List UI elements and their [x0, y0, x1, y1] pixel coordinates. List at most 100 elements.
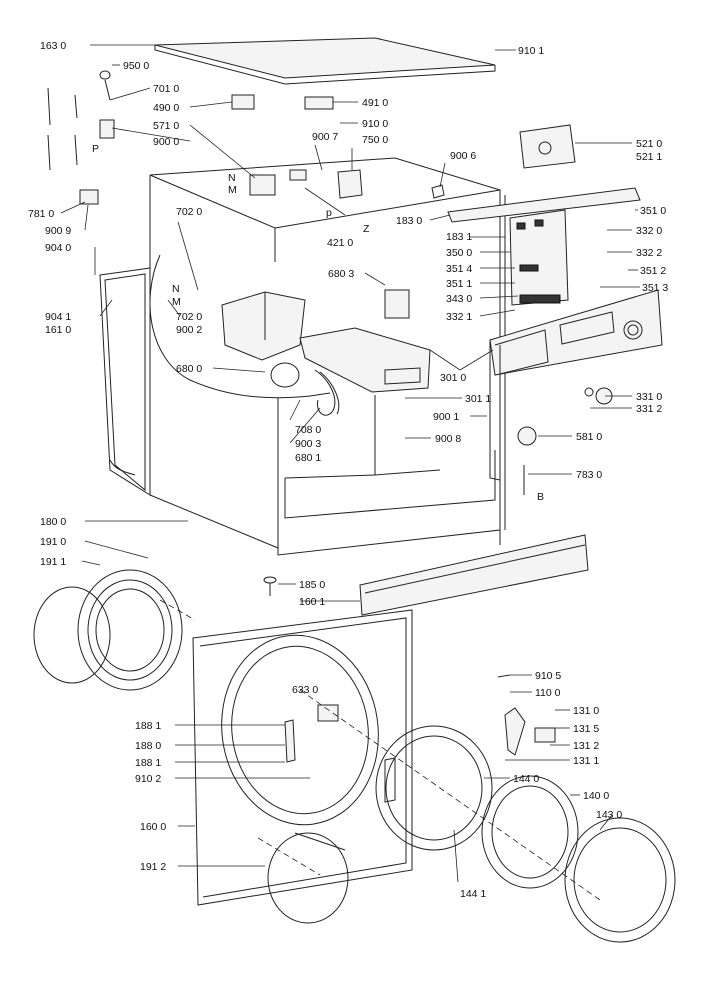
label-351-3: 351 3	[642, 282, 668, 294]
front-panel	[192, 609, 413, 906]
label-900-8: 900 8	[435, 433, 461, 445]
label-680-1: 680 1	[295, 452, 321, 464]
label-350-0: 350 0	[446, 247, 472, 259]
electronic-board	[509, 209, 569, 306]
label-143-0: 143 0	[596, 809, 622, 821]
marker-b-bottom: B	[537, 491, 544, 503]
label-131-2: 131 2	[573, 740, 599, 752]
letter-markers: N M P p Z N M B	[92, 143, 544, 503]
label-144-0: 144 0	[513, 773, 539, 785]
label-783-0: 783 0	[576, 469, 602, 481]
label-750-0: 750 0	[362, 134, 388, 146]
label-708-0: 708 0	[295, 424, 321, 436]
label-680-3: 680 3	[328, 268, 354, 280]
label-343-0: 343 0	[446, 293, 472, 305]
label-191-0: 191 0	[40, 536, 66, 548]
label-160-1: 160 1	[299, 596, 325, 608]
label-131-5: 131 5	[573, 723, 599, 735]
top-rail	[447, 187, 641, 223]
detergent-drawer	[299, 327, 431, 393]
label-900-9: 900 9	[45, 225, 71, 237]
label-904-0: 904 0	[45, 242, 71, 254]
label-180-0: 180 0	[40, 516, 66, 528]
door-gasket	[33, 569, 183, 691]
marker-z-center: Z	[363, 223, 370, 235]
door-outer-ring	[564, 817, 676, 943]
label-331-0: 331 0	[636, 391, 662, 403]
label-950-0: 950 0	[123, 60, 149, 72]
label-351-2: 351 2	[640, 265, 666, 277]
label-191-2: 191 2	[140, 861, 166, 873]
label-332-2: 332 2	[636, 247, 662, 259]
label-910-5: 910 5	[535, 670, 561, 682]
label-161-0: 161 0	[45, 324, 71, 336]
label-191-1: 191 1	[40, 556, 66, 568]
marker-p-center: p	[326, 207, 332, 219]
leader-lines	[60, 44, 640, 883]
marker-m-top: M	[228, 184, 237, 196]
label-351-0: 351 0	[640, 205, 666, 217]
door-frame	[481, 775, 579, 889]
label-702-0-top: 702 0	[176, 206, 202, 218]
hose	[314, 369, 340, 416]
label-140-0: 140 0	[583, 790, 609, 802]
label-332-1: 332 1	[446, 311, 472, 323]
label-702-0-mid: 702 0	[176, 311, 202, 323]
label-351-1: 351 1	[446, 278, 472, 290]
label-900-1: 900 1	[433, 411, 459, 423]
label-185-0: 185 0	[299, 579, 325, 591]
small-components-mid	[231, 94, 445, 319]
label-904-1: 904 1	[45, 311, 71, 323]
label-131-1: 131 1	[573, 755, 599, 767]
label-490-0: 490 0	[153, 102, 179, 114]
label-332-0: 332 0	[636, 225, 662, 237]
screw	[263, 576, 277, 596]
label-183-0: 183 0	[396, 215, 422, 227]
marker-m-mid: M	[172, 296, 181, 308]
label-351-4: 351 4	[446, 263, 472, 275]
label-900-2: 900 2	[176, 324, 202, 336]
label-900-6: 900 6	[450, 150, 476, 162]
label-680-0: 680 0	[176, 363, 202, 375]
label-301-0: 301 0	[440, 372, 466, 384]
side-panel-left	[99, 267, 151, 496]
label-910-0: 910 0	[362, 118, 388, 130]
water-valve	[337, 169, 363, 199]
label-633-0: 633 0	[292, 684, 318, 696]
marker-n-mid: N	[172, 283, 180, 295]
label-910-2: 910 2	[135, 773, 161, 785]
label-110-0: 110 0	[535, 687, 561, 699]
label-301-1: 301 1	[465, 393, 491, 405]
module-block	[519, 124, 576, 169]
label-188-0: 188 0	[135, 740, 161, 752]
label-571-0: 571 0	[153, 120, 179, 132]
door-glass	[267, 832, 349, 924]
control-panel	[489, 289, 663, 481]
label-188-1-top: 188 1	[135, 720, 161, 732]
label-183-1: 183 1	[446, 231, 472, 243]
door-lock-parts	[497, 674, 556, 756]
label-581-0: 581 0	[576, 431, 602, 443]
dispenser-housing	[221, 291, 306, 388]
label-521-0: 521 0	[636, 138, 662, 150]
label-900-0: 900 0	[153, 136, 179, 148]
top-lid	[154, 37, 496, 85]
base-panel	[359, 534, 589, 616]
callout-labels: 163 0 950 0 701 0 490 0 571 0 900 0 910 …	[28, 40, 668, 900]
label-521-1: 521 1	[636, 151, 662, 163]
label-900-3: 900 3	[295, 438, 321, 450]
label-163-0: 163 0	[40, 40, 66, 52]
marker-n-top: N	[228, 172, 236, 184]
label-491-0: 491 0	[362, 97, 388, 109]
assembly-axis	[159, 599, 601, 901]
label-421-0: 421 0	[327, 237, 353, 249]
label-188-1-bottom: 188 1	[135, 757, 161, 769]
marker-p-left: P	[92, 143, 99, 155]
small-components-left	[47, 70, 115, 205]
door-inner-ring	[375, 725, 493, 851]
label-781-0: 781 0	[28, 208, 54, 220]
label-331-2: 331 2	[636, 403, 662, 415]
label-701-0: 701 0	[153, 83, 179, 95]
label-910-1: 910 1	[518, 45, 544, 57]
